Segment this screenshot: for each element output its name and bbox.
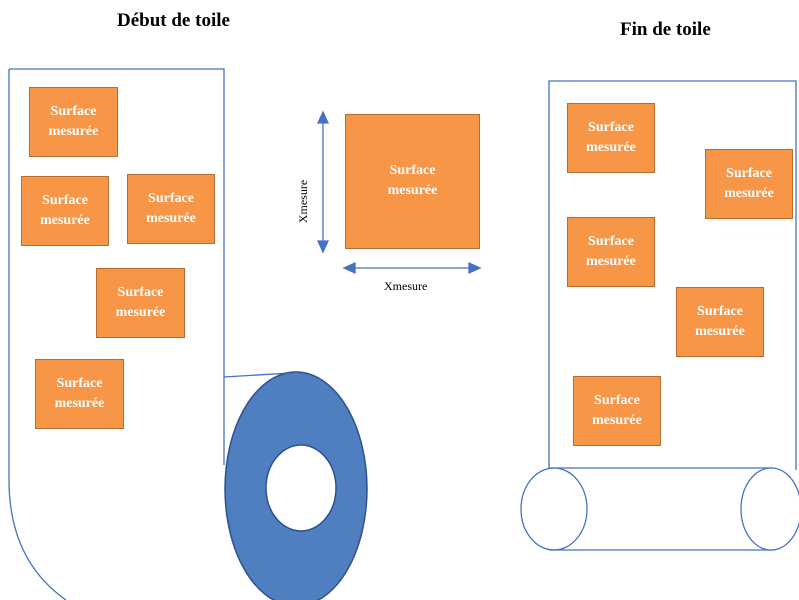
start-sheet-outline [8,68,225,600]
dimension-label-horizontal: Xmesure [384,279,428,293]
end-sheet-outline [548,80,797,470]
start-sheet-to-roll [223,372,292,378]
title-fin-de-toile: Fin de toile [620,19,711,40]
dimension-label-vertical: Xmesure [296,179,311,224]
title-debut-de-toile: Début de toile [117,10,230,31]
fabric-roll [224,371,368,600]
horizontal-dimension-arrow [342,261,482,275]
end-roll-tube [520,465,799,551]
vertical-dimension-arrow [316,110,330,254]
